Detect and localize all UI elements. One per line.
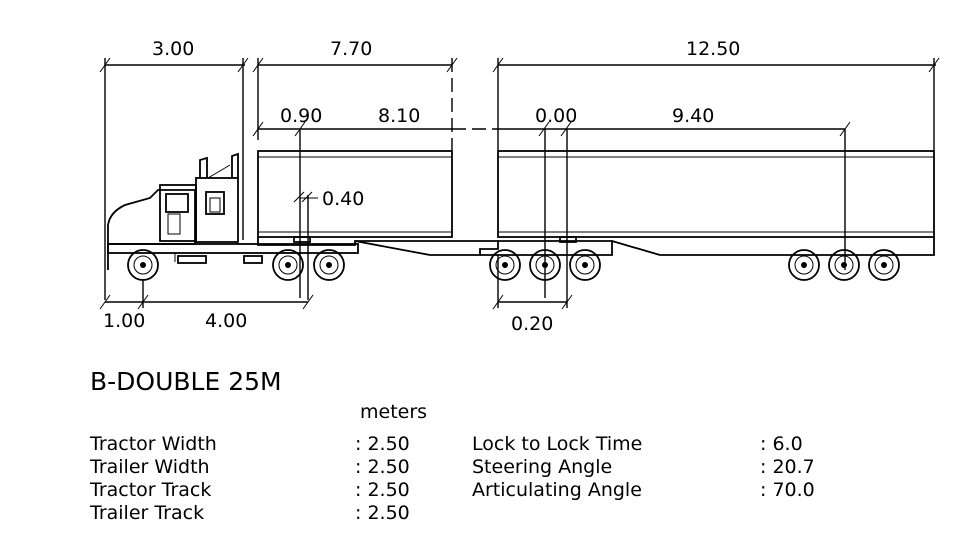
lead-trailer-wheel-3 xyxy=(569,249,601,281)
lead-trailer-wheel-2 xyxy=(529,249,561,281)
top-dimensions: 3.00 7.70 12.50 xyxy=(99,38,940,300)
lead-trailer xyxy=(257,150,498,256)
drive-wheel-2 xyxy=(313,249,345,281)
dim-lead-wheelbase: 8.10 xyxy=(378,105,420,127)
spec-value: : 2.50 xyxy=(355,433,410,455)
dim-rear-wheelbase: 9.40 xyxy=(672,105,714,127)
dim-kingpin-offset: 0.20 xyxy=(511,313,553,335)
dim-rear-front-overhang: 0.00 xyxy=(535,105,577,127)
vehicle-title: B-DOUBLE 25M xyxy=(90,367,282,396)
spec-value: : 2.50 xyxy=(355,502,410,524)
spec-label: Steering Angle xyxy=(472,456,612,478)
rear-trailer-wheel-2 xyxy=(828,249,860,281)
spec-value: : 2.50 xyxy=(355,456,410,478)
dim-lead-trailer-length: 7.70 xyxy=(330,38,372,60)
bottom-dimensions: 1.00 4.00 0.20 xyxy=(99,255,573,335)
specs-right: Lock to Lock Time : 6.0 Steering Angle :… xyxy=(472,433,815,501)
specs-left: Tractor Width : 2.50 Trailer Width : 2.5… xyxy=(89,433,410,524)
rear-trailer xyxy=(479,150,935,256)
spec-label: Tractor Width xyxy=(89,433,217,455)
spec-value: : 2.50 xyxy=(355,479,410,501)
dim-fifth-wheel-offset: 0.40 xyxy=(322,188,364,210)
spec-label: Lock to Lock Time xyxy=(472,433,642,455)
spec-label: Trailer Track xyxy=(89,502,204,524)
lead-trailer-wheel-1 xyxy=(489,249,521,281)
side-dimension: 0.40 xyxy=(293,188,364,210)
rear-trailer-wheel-3 xyxy=(868,249,900,281)
dim-rear-trailer-length: 12.50 xyxy=(686,38,740,60)
dim-tractor-length: 3.00 xyxy=(152,38,194,60)
tractor-cab xyxy=(107,152,359,270)
spec-label: Articulating Angle xyxy=(472,479,642,501)
spec-label: Trailer Width xyxy=(89,456,210,478)
spec-label: Tractor Track xyxy=(89,479,211,501)
inner-dimensions: 0.90 8.10 0.00 9.40 xyxy=(252,105,851,308)
spec-value: : 20.7 xyxy=(760,456,815,478)
units-label: meters xyxy=(360,401,427,423)
spec-value: : 6.0 xyxy=(760,433,803,455)
drive-wheel-1 xyxy=(272,249,304,281)
steer-wheel xyxy=(127,249,159,281)
wheels xyxy=(127,249,900,281)
dim-front-overhang: 0.90 xyxy=(280,105,322,127)
dim-steer-overhang: 1.00 xyxy=(103,310,145,332)
spec-value: : 70.0 xyxy=(760,479,815,501)
rear-trailer-wheel-1 xyxy=(788,249,820,281)
dim-tractor-wheelbase: 4.00 xyxy=(205,310,247,332)
